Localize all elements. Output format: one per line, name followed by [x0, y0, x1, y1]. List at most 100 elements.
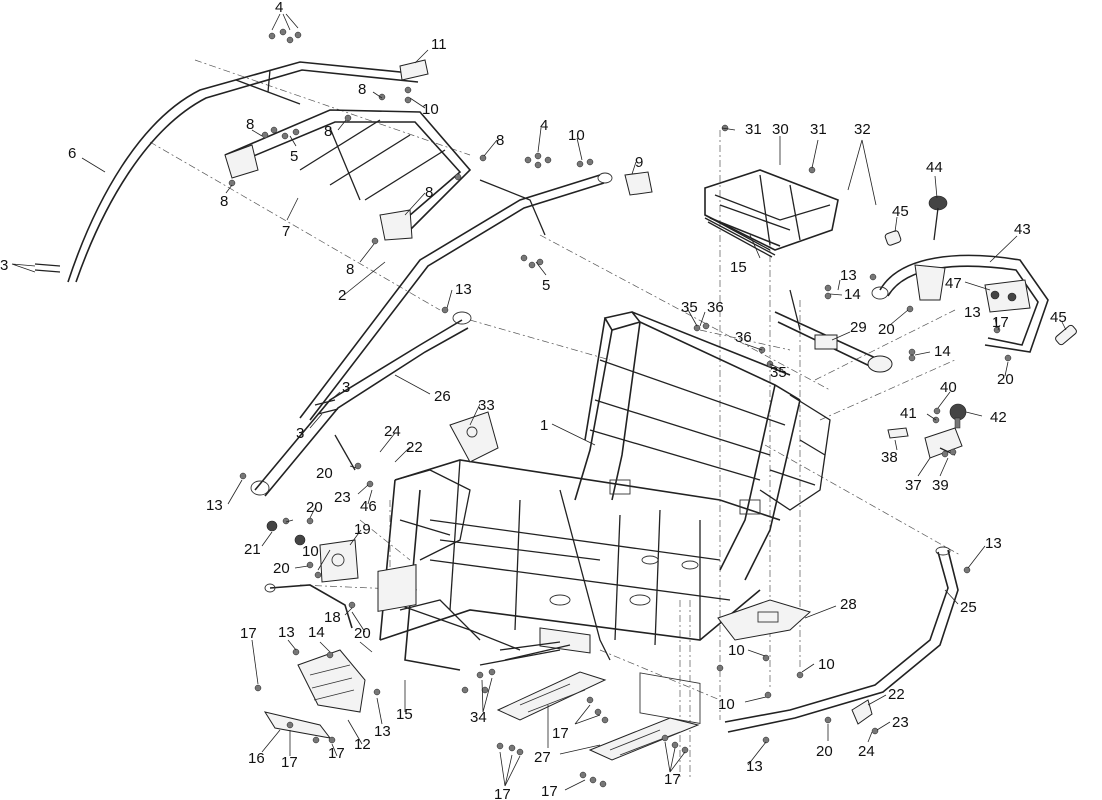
callout-46: 46	[360, 498, 377, 515]
callout-2: 2	[338, 287, 346, 304]
callout-5-a: 5	[290, 148, 298, 165]
callout-19: 19	[354, 521, 371, 538]
callout-14-b: 14	[934, 343, 951, 360]
bar-3	[34, 263, 339, 415]
callout-42: 42	[990, 409, 1007, 426]
callout-24-a: 24	[384, 423, 401, 440]
skid-plate-16	[263, 711, 332, 739]
callout-45-a: 45	[892, 203, 909, 220]
callouts: 1 2 3 3 3 4 4 5 5 6 7 8 8 8 8 8 8 8 9 10…	[0, 0, 1067, 800]
roof-bar-6	[67, 61, 421, 283]
mirror-mount-9	[624, 171, 653, 196]
callout-17-g: 17	[664, 771, 681, 788]
callout-13-h: 13	[746, 758, 763, 775]
callout-17-f: 17	[541, 783, 558, 800]
callout-13-e: 13	[840, 267, 857, 284]
callout-35-b: 35	[770, 364, 787, 381]
callout-16: 16	[248, 750, 265, 767]
callout-7: 7	[282, 223, 290, 240]
callout-17-d: 17	[552, 725, 569, 742]
callout-29: 29	[850, 319, 867, 336]
callout-13-c: 13	[278, 624, 295, 641]
callout-15-b: 15	[396, 706, 413, 723]
callout-31-a: 31	[745, 121, 762, 138]
leader-lines	[11, 13, 1067, 791]
callout-45-b: 45	[1050, 309, 1067, 326]
callout-8-c: 8	[324, 123, 332, 140]
callout-28: 28	[840, 596, 857, 613]
callout-27: 27	[534, 749, 551, 766]
callout-8-e: 8	[220, 193, 228, 210]
callout-8-b: 8	[246, 116, 254, 133]
callout-37: 37	[905, 477, 922, 494]
callout-6: 6	[68, 145, 76, 162]
callout-8-g: 8	[346, 261, 354, 278]
callout-12: 12	[354, 736, 371, 753]
callout-17-e: 17	[494, 786, 511, 800]
hitch-bar-29	[774, 289, 893, 373]
callout-31-b: 31	[810, 121, 827, 138]
callout-26: 26	[434, 388, 451, 405]
front-bracket-18	[264, 583, 353, 629]
callout-10-c: 10	[302, 543, 319, 560]
callout-43: 43	[1014, 221, 1031, 238]
fasteners	[228, 28, 1012, 788]
callout-23-a: 23	[334, 489, 351, 506]
callout-20-g: 20	[816, 743, 833, 760]
callout-1: 1	[540, 417, 548, 434]
callout-47: 47	[945, 275, 962, 292]
callout-41: 41	[900, 405, 917, 422]
callout-13-d: 13	[374, 723, 391, 740]
skid-plate-28	[717, 599, 811, 641]
bumper-bracket-47	[984, 279, 1031, 313]
grommet-45	[884, 230, 1077, 346]
callout-8-d: 8	[496, 132, 504, 149]
hitch-receiver-37	[887, 403, 967, 459]
main-frame	[377, 311, 831, 724]
callout-10-f: 10	[718, 696, 735, 713]
callout-8-f: 8	[425, 184, 433, 201]
callout-44: 44	[926, 159, 943, 176]
side-bar-2	[299, 172, 613, 421]
callout-8-a: 8	[358, 81, 366, 98]
callout-3-a: 3	[342, 379, 350, 396]
callout-36-a: 36	[707, 299, 724, 316]
callout-23-b: 23	[892, 714, 909, 731]
callout-32: 32	[854, 121, 871, 138]
side-bar-26	[250, 311, 472, 497]
callout-18: 18	[324, 609, 341, 626]
callout-20-f: 20	[997, 371, 1014, 388]
rear-rack-30	[704, 169, 839, 256]
callout-36-b: 36	[735, 329, 752, 346]
callout-13-f: 13	[964, 304, 981, 321]
callout-22-b: 22	[888, 686, 905, 703]
callout-35-a: 35	[681, 299, 698, 316]
callout-20-e: 20	[878, 321, 895, 338]
callout-3-left: 3	[0, 257, 8, 274]
callout-5-b: 5	[542, 277, 550, 294]
front-guard-12	[297, 649, 366, 713]
callout-17-a: 17	[240, 625, 257, 642]
callout-3-b: 3	[296, 425, 304, 442]
rear-bumper-43	[871, 254, 1049, 353]
roof-crossbar-7	[224, 109, 472, 241]
callout-10-a: 10	[422, 101, 439, 118]
callout-33: 33	[478, 397, 495, 414]
floor-plates-27	[496, 671, 700, 761]
antenna-44	[928, 195, 948, 241]
callout-20-b: 20	[306, 499, 323, 516]
alignment-lines	[149, 59, 961, 780]
callout-14-a: 14	[844, 286, 861, 303]
callout-21: 21	[244, 541, 261, 558]
callout-10-b: 10	[568, 127, 585, 144]
callout-10-e: 10	[818, 656, 835, 673]
callout-20-c: 20	[273, 560, 290, 577]
front-bracket-19	[319, 539, 359, 583]
bracket-33	[449, 411, 499, 463]
callout-13-g: 13	[985, 535, 1002, 552]
callout-11: 11	[431, 36, 447, 53]
callout-30: 30	[772, 121, 789, 138]
callout-13-b: 13	[206, 497, 223, 514]
callout-25: 25	[960, 599, 977, 616]
